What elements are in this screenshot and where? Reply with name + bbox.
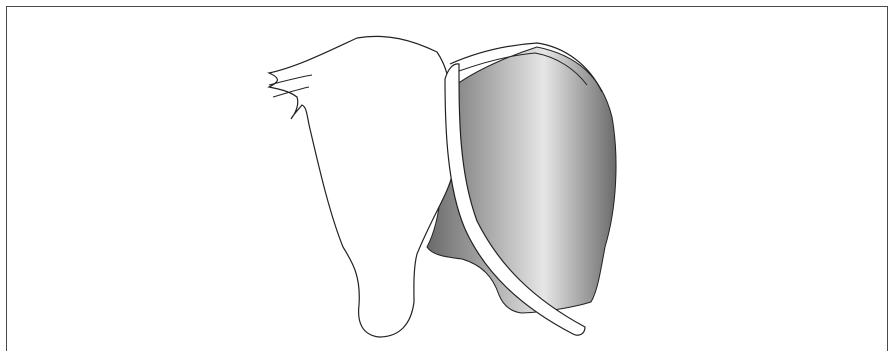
figure-frame (6, 6, 888, 351)
white-body (269, 36, 452, 337)
anatomical-illustration-icon (7, 7, 888, 351)
